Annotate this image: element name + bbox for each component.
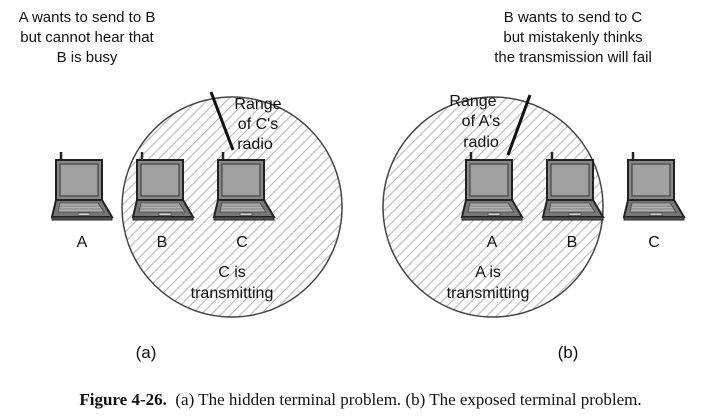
- laptop-icon: [50, 150, 114, 222]
- tx-label-a-line-2: transmitting: [191, 285, 274, 302]
- note-b-line-2: but mistakenly thinks: [503, 29, 642, 46]
- range-pointer-line-c: [209, 91, 235, 151]
- range-label-c-line-1: Range: [234, 96, 281, 113]
- figure-number: Figure 4-26.: [79, 390, 167, 409]
- tx-label-b-line-1: A is: [475, 264, 501, 281]
- tx-label-a-line-1: C is: [218, 264, 246, 281]
- station-b-label: B: [157, 234, 168, 251]
- range-label-c-line-2: of C's: [238, 116, 278, 133]
- note-b-line-1: B wants to send to C: [504, 9, 643, 26]
- panel-b-label: (b): [558, 343, 579, 362]
- station-b-label: B: [567, 234, 578, 251]
- station-a-label: A: [487, 234, 498, 251]
- laptop-icon: [212, 150, 276, 222]
- figure-caption: Figure 4-26. (a) The hidden terminal pro…: [0, 390, 721, 410]
- range-label-a-line-1: Range: [449, 93, 496, 110]
- range-pointer-line-a: [506, 94, 532, 156]
- panel-a-label: (a): [136, 343, 157, 362]
- panel-a: A wants to send to B but cannot hear tha…: [19, 9, 343, 362]
- station-c-label: C: [236, 234, 248, 251]
- laptop-icon: [541, 150, 605, 222]
- station-c-label: C: [648, 234, 660, 251]
- note-a-line-3: B is busy: [57, 49, 118, 66]
- caption-text: (a) The hidden terminal problem. (b) The…: [175, 390, 642, 409]
- range-label-a-line-2: of A's: [462, 113, 501, 130]
- laptop-icon: [131, 150, 195, 222]
- range-label-a-line-3: radio: [463, 134, 499, 151]
- tx-label-b-line-2: transmitting: [447, 285, 530, 302]
- laptop-icon: [460, 150, 524, 222]
- note-a-line-1: A wants to send to B: [19, 9, 156, 26]
- range-label-c-line-3: radio: [237, 136, 273, 153]
- note-b-line-3: the transmission will fail: [494, 49, 652, 66]
- laptop-icon: [622, 150, 686, 222]
- panel-b: B wants to send to C but mistakenly thin…: [382, 9, 686, 362]
- note-a-line-2: but cannot hear that: [20, 29, 154, 46]
- station-a-label: A: [77, 234, 88, 251]
